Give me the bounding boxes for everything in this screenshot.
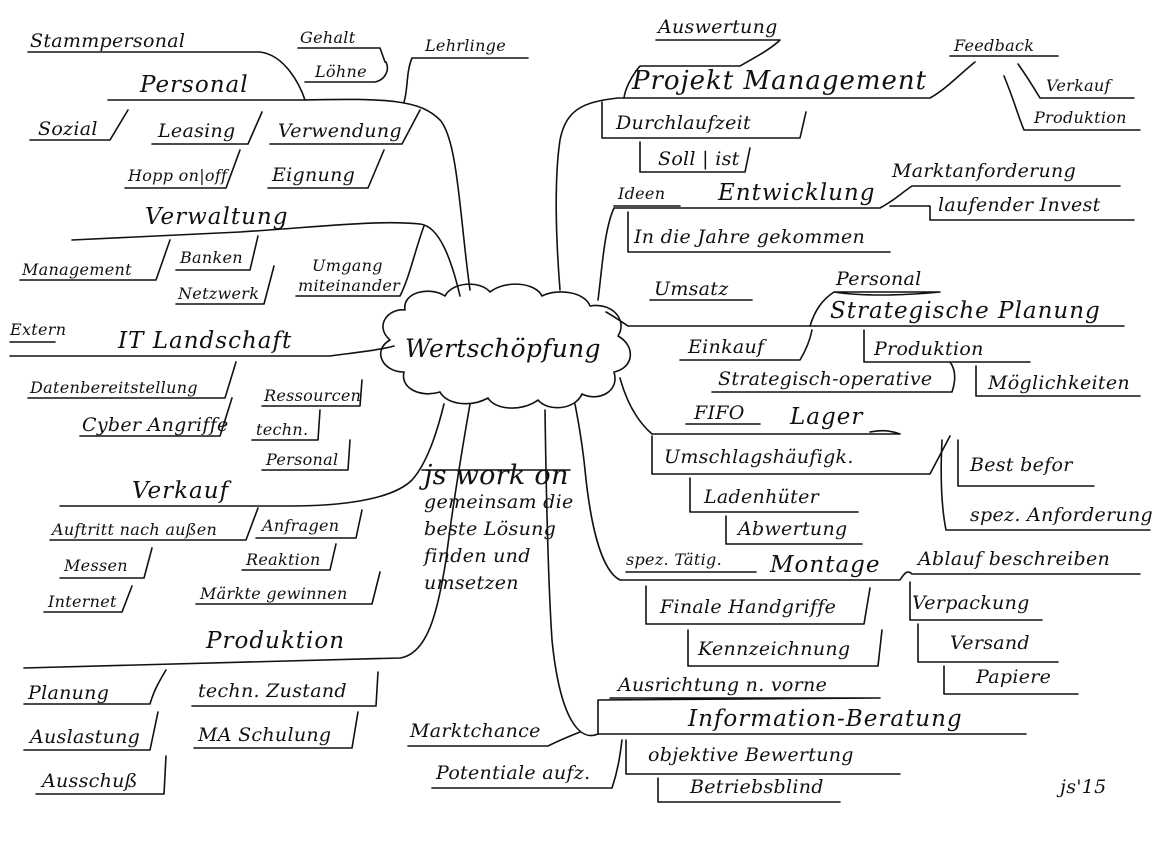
node-ma-schulung: MA Schulung xyxy=(198,724,332,746)
node-verkauf-pm: Verkauf xyxy=(1046,76,1111,95)
note-line-5: umsetzen xyxy=(424,572,519,594)
node-fifo: FIFO xyxy=(694,402,745,424)
node-reaktion: Reaktion xyxy=(246,550,321,569)
node-planung: Planung xyxy=(28,682,110,704)
node-anfragen: Anfragen xyxy=(262,516,340,535)
node-personal-sp: Personal xyxy=(836,268,922,290)
node-hopp: Hopp on|off xyxy=(128,166,228,185)
node-personal: Personal xyxy=(140,72,249,98)
node-datenbereitstellung: Datenbereitstellung xyxy=(30,378,198,397)
note-line-1: js work on xyxy=(424,460,569,491)
node-ressourcen: Ressourcen xyxy=(264,386,362,405)
node-messen: Messen xyxy=(64,556,128,575)
node-einkauf: Einkauf xyxy=(688,336,765,358)
node-auswertung: Auswertung xyxy=(658,16,778,38)
node-spez-anforderung: spez. Anforderung xyxy=(970,504,1153,526)
node-extern: Extern xyxy=(10,320,67,339)
node-strategisch-operative: Strategisch-operative xyxy=(718,368,933,390)
node-strategische-planung: Strategische Planung xyxy=(830,298,1101,324)
node-gehalt: Gehalt xyxy=(300,28,356,47)
center-node: Wertschöpfung xyxy=(405,334,601,363)
signature: js'15 xyxy=(1060,776,1107,798)
node-produktion-pm: Produktion xyxy=(1034,108,1127,127)
node-lehrlinge: Lehrlinge xyxy=(425,36,506,55)
node-sozial: Sozial xyxy=(38,118,98,140)
node-potentiale: Potentiale aufz. xyxy=(436,762,591,784)
node-banken: Banken xyxy=(180,248,243,267)
node-verpackung: Verpackung xyxy=(912,592,1030,614)
node-umsatz: Umsatz xyxy=(654,278,729,300)
node-durchlaufzeit: Durchlaufzeit xyxy=(616,112,751,134)
node-auslastung: Auslastung xyxy=(30,726,141,748)
node-stammpersonal: Stammpersonal xyxy=(30,30,186,52)
node-ausrichtung: Ausrichtung n. vorne xyxy=(618,674,828,696)
node-montage: Montage xyxy=(770,552,881,578)
node-objektive-bewertung: objektive Bewertung xyxy=(648,744,854,766)
node-finale-handgriffe: Finale Handgriffe xyxy=(660,596,837,618)
node-spez-taetig: spez. Tätig. xyxy=(626,550,722,569)
node-umgang-2: miteinander xyxy=(298,276,401,295)
node-netzwerk: Netzwerk xyxy=(178,284,260,303)
node-management: Management xyxy=(22,260,132,279)
node-information-beratung: Information-Beratung xyxy=(688,706,963,732)
node-marktchance: Marktchance xyxy=(410,720,541,742)
note-line-3: beste Lösung xyxy=(424,518,557,540)
node-best-before: Best befor xyxy=(970,454,1073,476)
node-eignung: Eignung xyxy=(272,164,356,186)
node-verkauf: Verkauf xyxy=(132,478,230,504)
note-text: js work on gemeinsam die beste Lösung fi… xyxy=(424,462,614,597)
node-lager: Lager xyxy=(790,404,864,430)
note-line-2: gemeinsam die xyxy=(424,491,574,513)
node-umgang-1: Umgang xyxy=(312,256,383,275)
node-papiere: Papiere xyxy=(976,666,1052,688)
node-internet: Internet xyxy=(48,592,117,611)
node-jahre: In die Jahre gekommen xyxy=(634,226,866,248)
node-versand: Versand xyxy=(950,632,1030,654)
node-techn-zustand: techn. Zustand xyxy=(198,680,347,702)
line-gehalt xyxy=(297,47,386,63)
node-ablauf: Ablauf beschreiben xyxy=(918,548,1111,570)
node-umschlag: Umschlagshäufigk. xyxy=(664,446,854,468)
node-soll-ist: Soll | ist xyxy=(658,148,740,170)
node-ausschuss: Ausschuß xyxy=(42,770,138,792)
node-loehne: Löhne xyxy=(315,62,367,81)
node-abwertung: Abwertung xyxy=(738,518,848,540)
note-line-4: finden und xyxy=(424,545,531,567)
node-verwendung: Verwendung xyxy=(278,120,402,142)
node-produktion: Produktion xyxy=(206,628,346,654)
node-it-landschaft: IT Landschaft xyxy=(118,328,293,354)
node-marktanforderung: Marktanforderung xyxy=(892,160,1077,182)
node-maerkte: Märkte gewinnen xyxy=(200,584,348,603)
node-kennzeichnung: Kennzeichnung xyxy=(698,638,851,660)
node-techn: techn. xyxy=(256,420,309,439)
node-ideen: Ideen xyxy=(618,184,666,203)
node-ladenhueter: Ladenhüter xyxy=(704,486,820,508)
node-personal-it: Personal xyxy=(266,450,339,469)
node-feedback: Feedback xyxy=(954,36,1035,55)
node-verwaltung: Verwaltung xyxy=(145,204,289,230)
node-cyber: Cyber Angriffe xyxy=(82,414,229,436)
node-produktion-sp: Produktion xyxy=(874,338,984,360)
node-auftritt: Auftritt nach außen xyxy=(52,520,218,539)
node-betriebsblind: Betriebsblind xyxy=(690,776,824,798)
node-moeglichkeiten: Möglichkeiten xyxy=(988,372,1130,394)
node-leasing: Leasing xyxy=(158,120,236,142)
node-projekt-management: Projekt Management xyxy=(632,66,928,96)
line-lehrlinge xyxy=(403,57,529,103)
node-entwicklung: Entwicklung xyxy=(718,180,876,206)
node-laufender-invest: laufender Invest xyxy=(938,194,1101,216)
